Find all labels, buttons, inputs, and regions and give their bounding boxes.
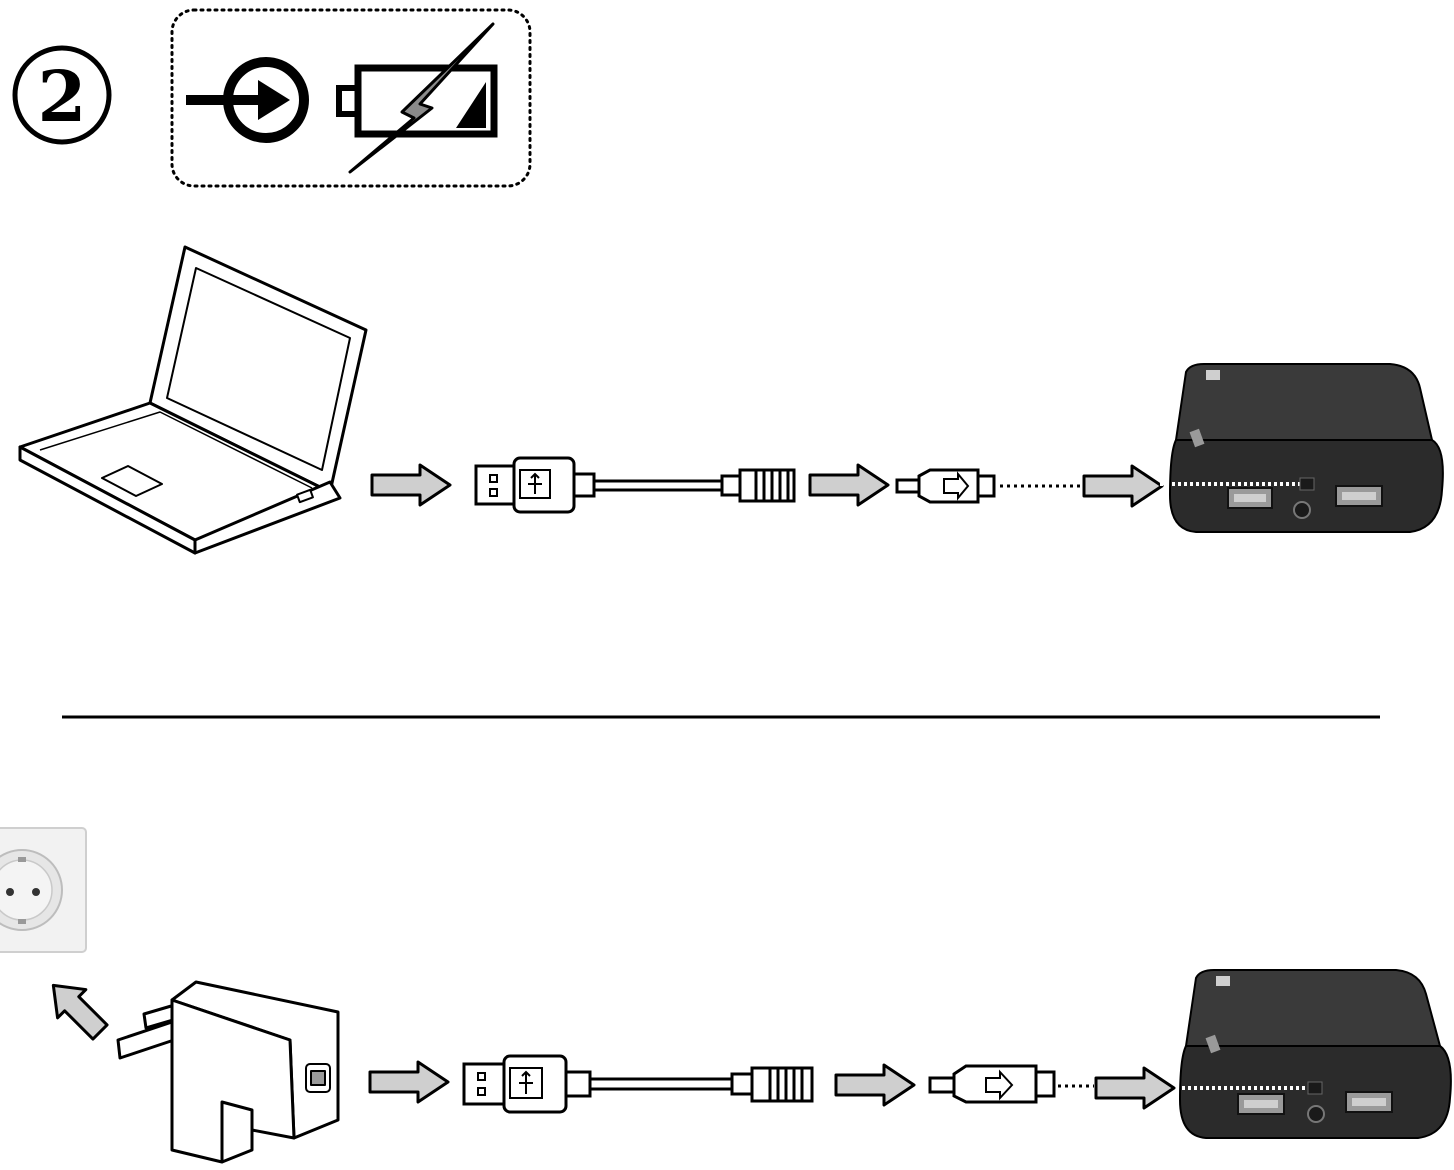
cable-ferrule <box>720 468 796 503</box>
usb-cable <box>594 479 722 492</box>
laptop-illustration <box>18 245 368 555</box>
flow-arrow <box>834 1063 916 1107</box>
charge-symbol-box <box>170 8 532 188</box>
wall-socket <box>0 827 87 953</box>
micro-usb-connector <box>928 1064 1056 1104</box>
flow-arrow <box>808 463 890 507</box>
usb-cable <box>590 1077 732 1091</box>
flow-arrow <box>370 463 452 507</box>
cable-ferrule <box>730 1066 814 1103</box>
power-bank <box>1176 969 1452 1139</box>
flow-arrow <box>1094 1066 1176 1110</box>
wall-adapter <box>116 980 340 1164</box>
power-bank <box>1160 363 1444 533</box>
flow-arrow <box>1082 464 1164 508</box>
step-number: 2 <box>38 55 87 138</box>
input-arrow-icon <box>186 57 309 143</box>
flow-arrow <box>368 1060 450 1104</box>
step-number-badge: 2 <box>12 45 112 145</box>
plug-in-arrow <box>51 983 109 1041</box>
usb-a-connector <box>462 1054 592 1114</box>
usb-a-connector <box>474 456 596 514</box>
battery-charging-icon <box>336 22 498 174</box>
micro-usb-connector <box>895 468 996 504</box>
